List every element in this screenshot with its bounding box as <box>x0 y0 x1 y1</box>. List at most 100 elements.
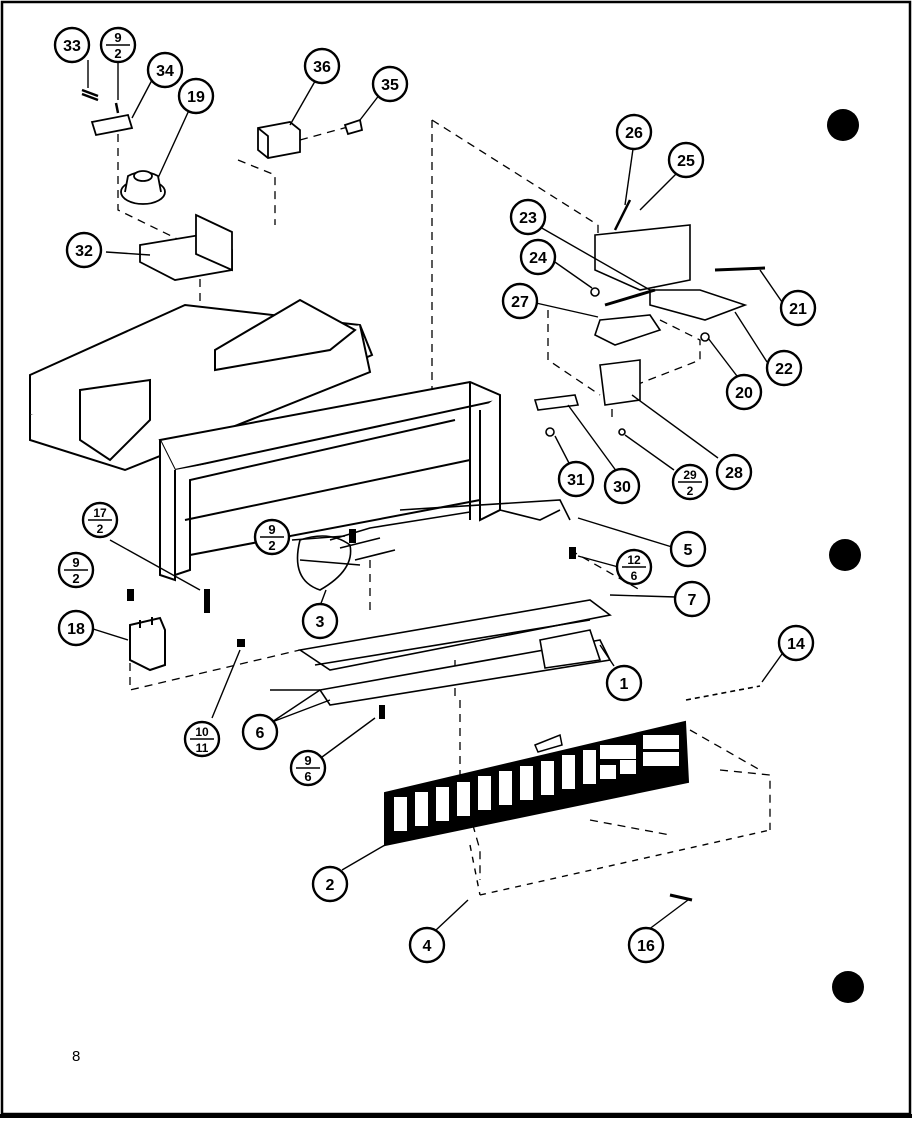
callout-33: 33 <box>53 26 91 64</box>
callout-label: 16 <box>637 938 655 955</box>
callout-numerator: 9 <box>268 522 275 537</box>
control-panel-part-2 <box>384 720 690 847</box>
motor-mount-parts <box>81 88 233 281</box>
callout-numerator: 9 <box>304 753 311 768</box>
callout-denominator: 6 <box>304 769 311 784</box>
callout-circle <box>765 349 803 387</box>
binder-hole-top <box>827 109 859 141</box>
door-mechanism-parts <box>533 199 766 437</box>
callout-label: 23 <box>519 210 537 227</box>
callout-35: 35 <box>371 65 409 103</box>
callout-circle <box>241 713 279 751</box>
callout-circle <box>603 467 641 505</box>
panel-back-plate <box>469 829 771 896</box>
callout-label: 32 <box>75 243 93 260</box>
screw-hardware <box>127 529 693 902</box>
callout-17-2: 172 <box>81 501 119 539</box>
callout-6: 6 <box>241 713 279 751</box>
callout-25: 25 <box>667 141 705 179</box>
callout-numerator: 29 <box>683 468 697 482</box>
binder-hole-bottom <box>832 971 864 1003</box>
callout-circle <box>669 530 707 568</box>
callout-numerator: 9 <box>72 555 79 570</box>
callout-14: 14 <box>777 624 815 662</box>
callout-24: 24 <box>519 238 557 276</box>
callout-denominator: 2 <box>114 46 121 61</box>
callout-34: 34 <box>146 51 184 89</box>
callout-21: 21 <box>779 289 817 327</box>
callout-circle <box>65 231 103 269</box>
callout-denominator: 2 <box>97 522 104 536</box>
callout-31: 31 <box>557 460 595 498</box>
callout-label: 7 <box>688 592 697 609</box>
callout-denominator: 2 <box>687 484 694 498</box>
callout-label: 24 <box>529 250 547 267</box>
callout-label: 1 <box>620 676 629 693</box>
callout-9-2b: 92 <box>57 551 95 589</box>
callout-numerator: 9 <box>114 30 121 45</box>
callout-label: 5 <box>684 542 693 559</box>
callout-label: 27 <box>511 294 529 311</box>
callout-26: 26 <box>615 113 653 151</box>
callout-circle <box>509 198 547 236</box>
callout-numerator: 12 <box>627 553 641 567</box>
callout-label: 25 <box>677 153 695 170</box>
callout-label: 30 <box>613 479 631 496</box>
callout-28: 28 <box>715 453 753 491</box>
callout-12-6: 126 <box>615 548 653 586</box>
callout-circle <box>557 460 595 498</box>
callout-label: 34 <box>156 63 174 80</box>
callout-circle <box>301 602 339 640</box>
callout-label: 35 <box>381 77 399 94</box>
callout-circle <box>519 238 557 276</box>
callout-circle <box>627 926 665 964</box>
callout-label: 14 <box>787 636 805 653</box>
callout-denominator: 6 <box>631 569 638 583</box>
callout-label: 20 <box>735 385 753 402</box>
callout-label: 6 <box>256 725 265 742</box>
callout-circle <box>311 865 349 903</box>
callout-22: 22 <box>765 349 803 387</box>
callout-18: 18 <box>57 609 95 647</box>
callout-label: 18 <box>67 621 85 638</box>
callout-4: 4 <box>408 926 446 964</box>
callout-23: 23 <box>509 198 547 236</box>
page-number: 8 <box>72 1048 81 1065</box>
binder-hole-middle <box>829 539 861 571</box>
callout-9-6: 96 <box>289 749 327 787</box>
callout-9-2c: 92 <box>253 518 291 556</box>
callout-circle <box>177 77 215 115</box>
callout-3: 3 <box>301 602 339 640</box>
callout-16: 16 <box>627 926 665 964</box>
callout-circle <box>501 282 539 320</box>
callout-circle <box>303 47 341 85</box>
callout-32: 32 <box>65 231 103 269</box>
callout-label: 33 <box>63 38 81 55</box>
callout-36: 36 <box>303 47 341 85</box>
callout-denominator: 2 <box>72 571 79 586</box>
callout-circle <box>57 609 95 647</box>
callout-label: 26 <box>625 125 643 142</box>
callout-label: 28 <box>725 465 743 482</box>
callout-label: 36 <box>313 59 331 76</box>
callout-20: 20 <box>725 373 763 411</box>
callout-circle <box>605 664 643 702</box>
callout-1: 1 <box>605 664 643 702</box>
callout-9-2a: 92 <box>99 26 137 64</box>
callout-circle <box>408 926 446 964</box>
callout-label: 4 <box>423 938 432 955</box>
callout-circle <box>715 453 753 491</box>
callout-label: 31 <box>567 472 585 489</box>
callout-circle <box>777 624 815 662</box>
callout-5: 5 <box>669 530 707 568</box>
callout-circle <box>146 51 184 89</box>
callout-29-2: 292 <box>671 463 709 501</box>
callout-denominator: 11 <box>196 741 209 755</box>
bracket-36-and-screw-35 <box>257 118 364 159</box>
capacitor-part-18 <box>129 616 166 672</box>
callout-circle <box>673 580 711 618</box>
